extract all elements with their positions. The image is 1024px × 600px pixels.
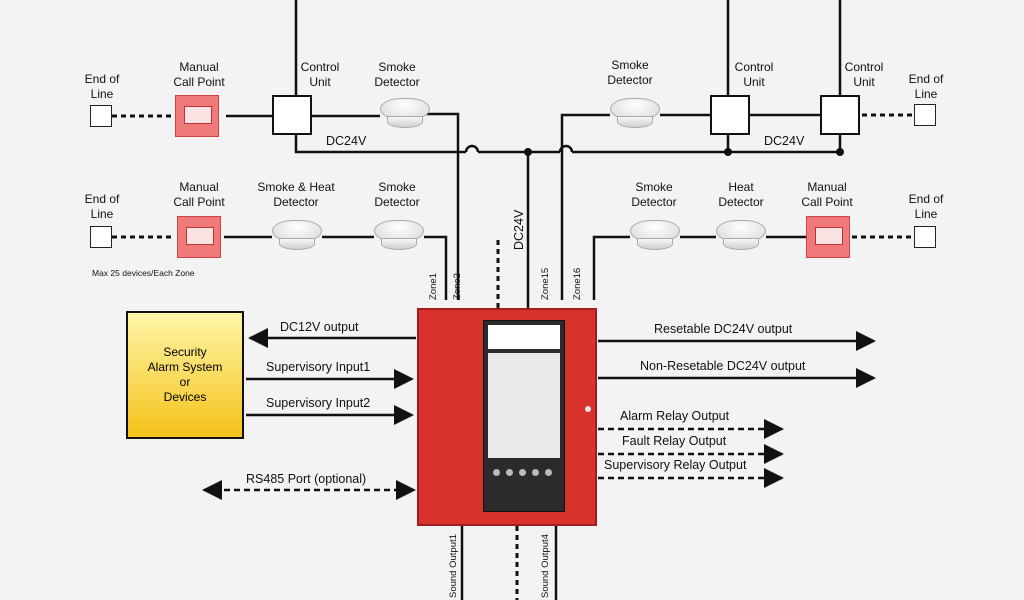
zone16-label: Zone16 <box>572 267 583 300</box>
security-alarm-system-box: Security Alarm System or Devices <box>126 311 244 439</box>
end-of-line-terminator <box>90 105 112 127</box>
end-of-line-label: End of Line <box>908 192 944 221</box>
end-of-line-label: End of Line <box>84 192 120 221</box>
end-of-line-label: End of Line <box>908 72 944 101</box>
panel-zone-indicators <box>488 353 560 458</box>
non-resetable-dc24v-label: Non-Resetable DC24V output <box>640 359 806 373</box>
sound-output4-label: Sound Output4 <box>540 534 551 598</box>
supervisory-input1-label: Supervisory Input1 <box>266 360 371 374</box>
control-unit-label: Control Unit <box>734 60 774 89</box>
rs485-port-label: RS485 Port (optional) <box>246 472 367 486</box>
smoke-detector-label: Smoke Detector <box>631 180 677 209</box>
dc12v-output-label: DC12V output <box>280 320 359 334</box>
end-of-line-terminator <box>914 104 936 126</box>
smoke-detector-device <box>380 98 430 130</box>
smoke-detector-label: Smoke Detector <box>374 180 420 209</box>
control-unit-box <box>820 95 860 135</box>
alarm-relay-output-label: Alarm Relay Output <box>620 409 730 423</box>
smoke-heat-detector-label: Smoke & Heat Detector <box>257 180 335 209</box>
dc24v-label: DC24V <box>326 134 367 148</box>
end-of-line-terminator <box>914 226 936 248</box>
manual-call-point-label: Manual Call Point <box>173 60 225 89</box>
manual-call-point-label: Manual Call Point <box>801 180 853 209</box>
control-unit-label: Control Unit <box>844 60 884 89</box>
manual-call-point-label: Manual Call Point <box>173 180 225 209</box>
manual-call-point-device <box>175 95 219 137</box>
zone1-label: Zone1 <box>428 273 439 300</box>
control-unit-box <box>272 95 312 135</box>
panel-key-lock-icon <box>585 406 591 412</box>
end-of-line-terminator <box>90 226 112 248</box>
smoke-detector-label: Smoke Detector <box>607 58 653 87</box>
zone2-label: Zone2 <box>452 273 463 300</box>
dc24v-vertical-label: DC24V <box>512 209 526 250</box>
end-of-line-label: End of Line <box>84 72 120 101</box>
max-devices-note: Max 25 devices/Each Zone <box>92 268 195 278</box>
supervisory-input2-label: Supervisory Input2 <box>266 396 371 410</box>
manual-call-point-device <box>177 216 221 258</box>
heat-detector-label: Heat Detector <box>718 180 764 209</box>
supervisory-relay-output-label: Supervisory Relay Output <box>604 458 747 472</box>
smoke-detector-device <box>374 220 424 252</box>
smoke-detector-label: Smoke Detector <box>374 60 420 89</box>
zone15-label: Zone15 <box>540 267 551 300</box>
manual-call-point-device <box>806 216 850 258</box>
panel-front-face <box>483 320 565 512</box>
smoke-detector-device <box>610 98 660 130</box>
control-unit-label: Control Unit <box>300 60 340 89</box>
resetable-dc24v-label: Resetable DC24V output <box>654 322 793 336</box>
smoke-heat-detector-device <box>272 220 322 252</box>
smoke-detector-device <box>630 220 680 252</box>
sound-output1-label: Sound Output1 <box>448 534 459 598</box>
heat-detector-device <box>716 220 766 252</box>
panel-buttons <box>490 463 558 477</box>
dc24v-label: DC24V <box>764 134 805 148</box>
fire-alarm-control-panel <box>417 308 597 526</box>
panel-header-plate <box>488 325 560 349</box>
fault-relay-output-label: Fault Relay Output <box>622 434 727 448</box>
control-unit-box <box>710 95 750 135</box>
security-label: Security Alarm System or Devices <box>147 345 223 404</box>
